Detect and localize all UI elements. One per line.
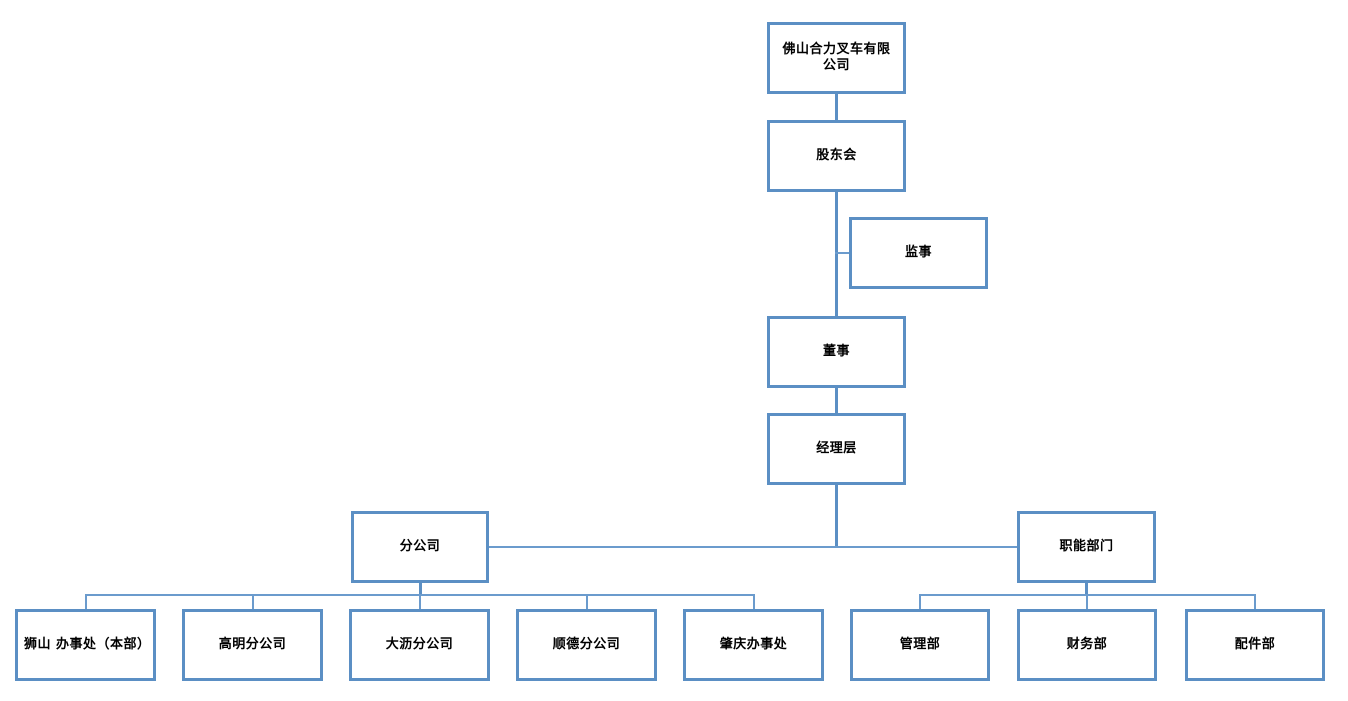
connector-branch-child-drop-3: [419, 594, 421, 610]
node-branch-child-zhaoqing[interactable]: 肇庆办事处: [683, 609, 824, 681]
node-branch-child-shishan[interactable]: 狮山 办事处（本部）: [15, 609, 156, 681]
node-director[interactable]: 董事: [767, 316, 906, 388]
node-branch-child-gaoming[interactable]: 高明分公司: [182, 609, 323, 681]
node-shareholders[interactable]: 股东会: [767, 120, 906, 192]
node-director-label: 董事: [822, 343, 850, 359]
connector-branch-child-drop-5: [753, 594, 755, 610]
connector-function-child-drop-3: [1254, 594, 1256, 610]
node-company[interactable]: 佛山合力叉车有限公司: [767, 22, 906, 94]
node-management[interactable]: 经理层: [767, 413, 906, 485]
node-company-label: 佛山合力叉车有限公司: [782, 41, 891, 73]
connector-function-child-drop-2: [1086, 594, 1088, 610]
node-branches-label: 分公司: [399, 538, 441, 554]
node-function-child-management-dept-label: 管理部: [899, 636, 941, 652]
node-branch-child-gaoming-label: 高明分公司: [218, 636, 287, 652]
connector-branch-child-drop-4: [586, 594, 588, 610]
node-branch-child-shishan-label: 狮山 办事处（本部）: [24, 636, 151, 652]
connector-director-to-management: [835, 388, 838, 413]
connector-trunk-to-supervisor: [835, 252, 851, 254]
connector-branches-drop: [419, 583, 422, 595]
node-supervisor[interactable]: 监事: [849, 217, 988, 289]
node-management-label: 经理层: [816, 440, 857, 456]
node-branch-child-shunde[interactable]: 顺德分公司: [516, 609, 657, 681]
node-functions-label: 职能部门: [1059, 538, 1114, 554]
node-function-child-parts-dept-label: 配件部: [1234, 636, 1276, 652]
connector-functions-drop: [1085, 583, 1088, 595]
node-function-child-finance-dept-label: 财务部: [1066, 636, 1108, 652]
connector-branch-child-drop-2: [252, 594, 254, 610]
node-branches[interactable]: 分公司: [351, 511, 489, 583]
node-function-child-parts-dept[interactable]: 配件部: [1185, 609, 1325, 681]
node-functions[interactable]: 职能部门: [1017, 511, 1156, 583]
connector-shareholders-to-director: [835, 192, 838, 316]
connector-company-to-shareholders: [835, 94, 838, 120]
connector-branch-child-drop-1: [85, 594, 87, 610]
connector-function-child-drop-1: [919, 594, 921, 610]
node-supervisor-label: 监事: [904, 244, 932, 260]
connector-management-to-level-bus: [835, 485, 838, 547]
connector-level-bus: [489, 546, 1018, 548]
node-function-child-management-dept[interactable]: 管理部: [850, 609, 990, 681]
node-branch-child-dali[interactable]: 大沥分公司: [349, 609, 490, 681]
node-function-child-finance-dept[interactable]: 财务部: [1017, 609, 1157, 681]
node-branch-child-zhaoqing-label: 肇庆办事处: [719, 636, 788, 652]
node-shareholders-label: 股东会: [816, 147, 857, 163]
node-branch-child-dali-label: 大沥分公司: [385, 636, 454, 652]
node-branch-child-shunde-label: 顺德分公司: [552, 636, 621, 652]
